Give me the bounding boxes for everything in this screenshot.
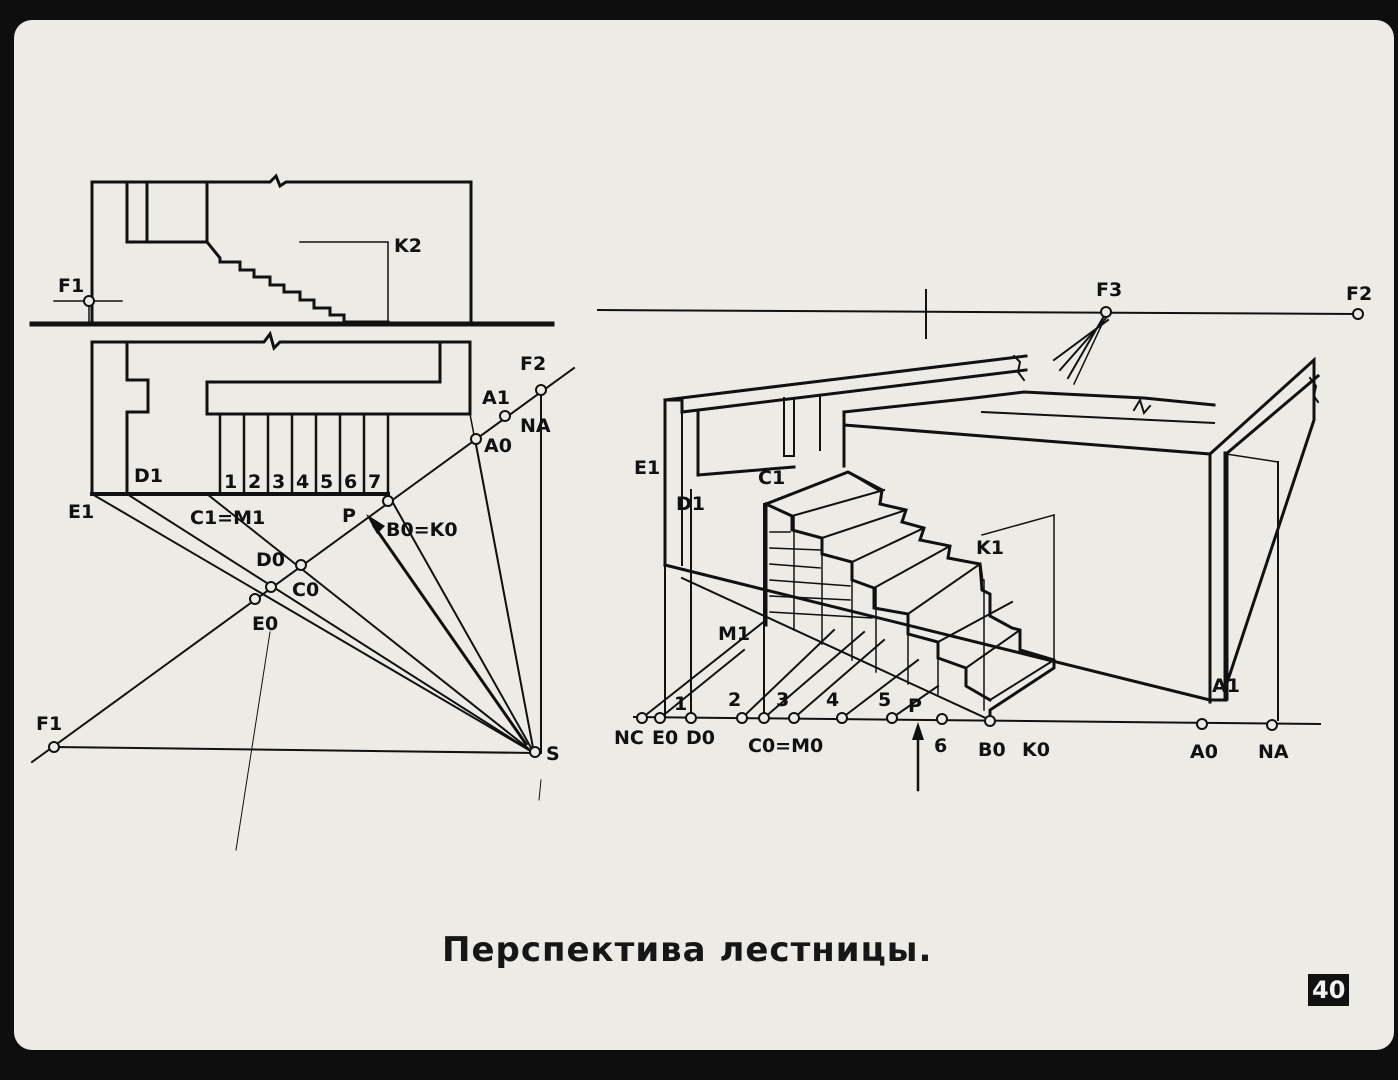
right-perspective-walls	[663, 354, 1321, 721]
label-e1-right: E1	[634, 457, 660, 479]
ground-number: 5	[878, 689, 891, 711]
label-c0-m0: C0=M0	[748, 735, 823, 757]
step-number: 3	[272, 471, 285, 493]
label-d1-right: D1	[676, 493, 705, 515]
label-d0: D0	[256, 549, 285, 571]
right-stair	[680, 470, 1056, 722]
left-elevation	[29, 173, 555, 327]
label-na-left: NA	[520, 415, 551, 437]
label-b0-k0: B0=K0	[386, 519, 458, 541]
label-s: S	[546, 743, 560, 765]
label-a0: A0	[484, 435, 512, 457]
ground-number: 6	[934, 735, 947, 757]
label-k2: K2	[394, 235, 422, 257]
left-labels: F1 K2 D1 E1 C1=M1 P B0=K0 A1 A0 F2 NA D0…	[36, 235, 560, 765]
label-f2-left: F2	[520, 353, 546, 375]
right-horizon	[596, 289, 1358, 339]
left-point-markers	[48, 295, 547, 758]
label-f2-right: F2	[1346, 283, 1372, 305]
label-f3: F3	[1096, 279, 1122, 301]
stair-perspective-drawing: F1 K2 D1 E1 C1=M1 P B0=K0 A1 A0 F2 NA D0…	[29, 173, 1372, 851]
label-c1-right: C1	[758, 467, 785, 489]
label-k0-right: K0	[1022, 739, 1050, 761]
right-ground-construction	[632, 314, 1322, 792]
label-d0-right: D0	[686, 727, 715, 749]
label-k1: K1	[976, 537, 1004, 559]
label-e0: E0	[252, 613, 278, 635]
step-number: 4	[296, 471, 309, 493]
label-p-left: P	[342, 505, 356, 527]
step-numbers: 1 2 3 4 5 6 7	[224, 471, 381, 493]
label-e1: E1	[68, 501, 94, 523]
slide: F1 K2 D1 E1 C1=M1 P B0=K0 A1 A0 F2 NA D0…	[14, 20, 1394, 1050]
ground-number: 1	[674, 693, 687, 715]
label-e0-right: E0	[652, 727, 678, 749]
step-number: 6	[344, 471, 357, 493]
label-a1: A1	[482, 387, 510, 409]
label-c0: C0	[292, 579, 319, 601]
ground-number: 4	[826, 689, 839, 711]
ground-numbers: 1 2 3 4 5 6	[674, 689, 947, 757]
label-a1-right: A1	[1212, 675, 1240, 697]
label-a0-right: A0	[1190, 741, 1218, 763]
left-plan	[90, 330, 472, 496]
step-number: 2	[248, 471, 261, 493]
slide-number: 40	[1308, 974, 1350, 1006]
label-f1-bottom: F1	[36, 713, 62, 735]
caption: Перспектива лестницы.	[442, 930, 933, 970]
label-na-right: NA	[1258, 741, 1289, 763]
label-d1: D1	[134, 465, 163, 487]
ground-number: 3	[776, 689, 789, 711]
label-nc: NC	[614, 727, 644, 749]
step-number: 7	[368, 471, 381, 493]
right-labels: F3 F2 E1 D1 C1 K1 M1 A1 NC E0 D0 C0=M0 P…	[614, 279, 1372, 763]
right-point-markers	[636, 306, 1364, 731]
step-number: 5	[320, 471, 333, 493]
step-number: 1	[224, 471, 237, 493]
ground-number: 2	[728, 689, 741, 711]
label-c1-m1: C1=M1	[190, 507, 265, 529]
label-m1: M1	[718, 623, 750, 645]
label-f1-top: F1	[58, 275, 84, 297]
label-p-right: P	[908, 695, 922, 717]
label-b0-right: B0	[978, 739, 1006, 761]
left-construction-lines	[30, 366, 576, 851]
